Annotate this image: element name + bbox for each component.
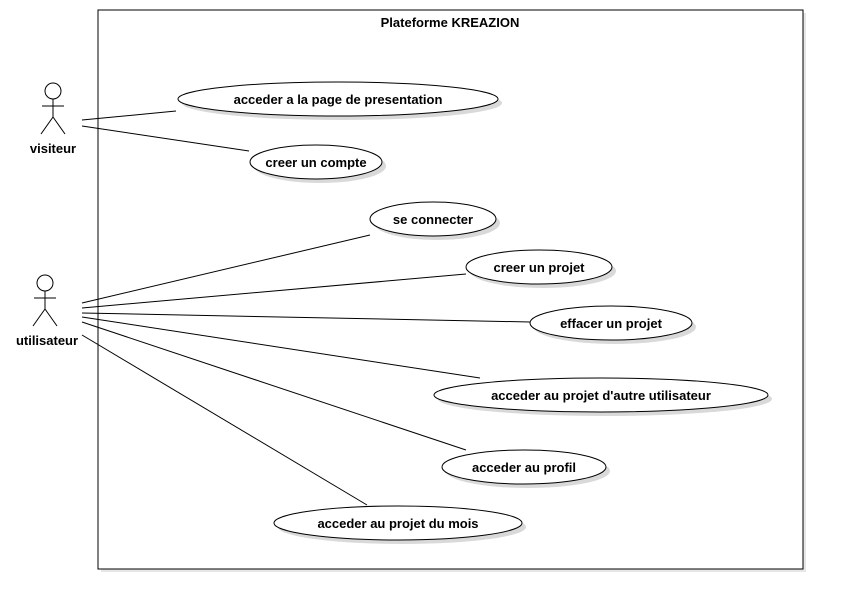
actor-left-leg xyxy=(40,116,54,135)
use-case-effacer-projet[interactable]: effacer un projet xyxy=(529,305,696,344)
association-utilisateur-se-connecter xyxy=(81,234,371,304)
actor-right-leg xyxy=(44,308,58,327)
actor-right-leg xyxy=(52,116,66,135)
actor-left-leg xyxy=(32,308,46,327)
actor-head xyxy=(36,274,54,292)
use-case-label: acceder au projet du mois xyxy=(317,516,478,531)
system-title: Plateforme KREAZION xyxy=(381,15,520,30)
association-visiteur-presentation xyxy=(81,110,177,121)
association-utilisateur-profil xyxy=(81,321,467,451)
actor-label-utilisateur: utilisateur xyxy=(16,333,78,348)
associations xyxy=(81,110,531,506)
actor-visiteur[interactable] xyxy=(40,82,66,135)
use-case-label: creer un compte xyxy=(265,155,366,170)
use-case-creer-projet[interactable]: creer un projet xyxy=(465,249,616,288)
association-visiteur-creer-compte xyxy=(81,125,250,152)
use-case-creer-compte[interactable]: creer un compte xyxy=(249,144,386,183)
use-case-profil[interactable]: acceder au profil xyxy=(441,449,610,488)
use-case-label: creer un projet xyxy=(493,260,585,275)
use-case-label: acceder au projet d'autre utilisateur xyxy=(491,388,711,403)
actor-head xyxy=(44,82,62,100)
use-case-projet-autre[interactable]: acceder au projet d'autre utilisateur xyxy=(433,377,772,416)
association-utilisateur-creer-projet xyxy=(81,273,467,309)
use-case-label: acceder a la page de presentation xyxy=(234,92,443,107)
use-case-presentation[interactable]: acceder a la page de presentation xyxy=(177,81,502,120)
use-case-projet-mois[interactable]: acceder au projet du mois xyxy=(273,505,526,544)
use-case-label: acceder au profil xyxy=(472,460,576,475)
association-utilisateur-projet-mois xyxy=(81,334,368,506)
actor-utilisateur[interactable] xyxy=(32,274,58,327)
actor-label-visiteur: visiteur xyxy=(30,141,76,156)
use-case-se-connecter[interactable]: se connecter xyxy=(369,201,500,240)
use-case-label: effacer un projet xyxy=(560,316,663,331)
association-utilisateur-effacer-projet xyxy=(81,312,531,323)
association-utilisateur-projet-autre xyxy=(81,316,481,379)
use-case-label: se connecter xyxy=(393,212,473,227)
